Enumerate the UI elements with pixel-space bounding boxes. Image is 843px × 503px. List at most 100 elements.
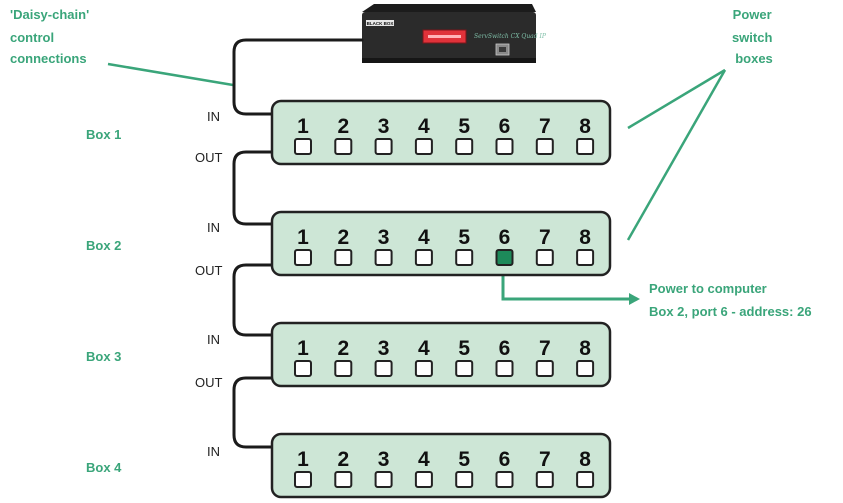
port-switch[interactable] [495, 360, 514, 377]
power-to-computer-label: Power to computer Box 2, port 6 - addres… [649, 281, 812, 319]
port-switch[interactable] [535, 138, 554, 155]
port-number: 4 [418, 337, 430, 360]
box4-in-label: IN [207, 444, 220, 459]
port-switch[interactable] [455, 138, 474, 155]
port-switch[interactable] [535, 360, 554, 377]
box-body [270, 321, 612, 388]
daisy-chain-pointer [107, 62, 234, 87]
port-switch[interactable] [374, 471, 393, 488]
port-switch[interactable] [374, 138, 393, 155]
box-label: Box 1 [86, 127, 121, 142]
power-switch-box-3: Box 3 1 2 3 4 5 6 7 8 [86, 321, 612, 388]
port-number: 7 [539, 337, 551, 360]
cable-box2-to-box3 [232, 263, 274, 337]
port-switch[interactable] [576, 249, 595, 266]
port-switch[interactable] [294, 249, 312, 266]
port-number: 2 [337, 337, 349, 360]
port-number: 7 [539, 448, 551, 471]
port-switch[interactable] [334, 360, 353, 377]
port-number: 6 [499, 337, 511, 360]
box1-out-label: OUT [195, 150, 223, 165]
port-number: 6 [499, 226, 511, 249]
port-switch[interactable] [414, 138, 433, 155]
port-switch[interactable] [495, 138, 514, 155]
port-number: 3 [378, 448, 390, 471]
power-switch-pointer-box1 [627, 68, 726, 130]
power-switch-box-2: Box 2 1 2 3 4 5 6 7 8 [86, 210, 612, 277]
box-body [270, 99, 612, 166]
cable-box3-to-box4 [232, 376, 274, 449]
port-number: 6 [499, 115, 511, 138]
daisy-chain-cables [232, 38, 364, 449]
port-number: 8 [579, 337, 591, 360]
port-number: 7 [539, 115, 551, 138]
port-switch[interactable] [535, 471, 554, 488]
power-switch-box-1: Box 1 1 2 3 4 5 6 7 8 [86, 99, 612, 166]
port-switch[interactable] [414, 249, 433, 266]
arrow-right-icon [629, 293, 640, 305]
port-number: 3 [378, 337, 390, 360]
port-number: 8 [579, 115, 591, 138]
power-switch-pointer-box2 [626, 69, 727, 241]
port-number: 8 [579, 226, 591, 249]
box-label: Box 4 [86, 460, 122, 475]
port-number: 1 [297, 448, 309, 471]
port-switch[interactable] [294, 360, 312, 377]
port-switch[interactable] [334, 138, 353, 155]
port-switch[interactable] [374, 249, 393, 266]
port-switch[interactable] [294, 138, 312, 155]
port-number: 7 [539, 226, 551, 249]
box-body [270, 432, 612, 499]
port-number: 5 [458, 226, 470, 249]
port-number: 4 [418, 115, 430, 138]
port-number: 2 [337, 226, 349, 249]
port-switch[interactable] [334, 471, 353, 488]
port-switch[interactable] [495, 471, 514, 488]
port-number: 8 [579, 448, 591, 471]
port-number: 6 [499, 448, 511, 471]
port-switch[interactable] [576, 360, 595, 377]
port-switch[interactable] [576, 471, 595, 488]
box2-in-label: IN [207, 220, 220, 235]
port-switch[interactable] [455, 249, 474, 266]
box3-in-label: IN [207, 332, 220, 347]
port-number: 2 [337, 115, 349, 138]
port-number: 4 [418, 448, 430, 471]
box-label: Box 3 [86, 349, 121, 364]
port-switch[interactable] [414, 360, 433, 377]
port-number: 1 [297, 115, 309, 138]
port-number: 1 [297, 226, 309, 249]
power-switch-box-4: Box 4 1 2 3 4 5 6 7 8 [86, 432, 612, 499]
port-number: 1 [297, 337, 309, 360]
box-body [270, 210, 612, 277]
port-number: 5 [458, 337, 470, 360]
port-number: 4 [418, 226, 430, 249]
daisy-chain-label: 'Daisy-chain' control connections [10, 7, 93, 66]
port-switch[interactable] [334, 249, 353, 266]
port-number: 5 [458, 115, 470, 138]
kvm-switch-device: BLACK BOX ServSwitch CX Quad IP [362, 4, 547, 63]
port-number: 2 [337, 448, 349, 471]
port-switch[interactable] [455, 471, 474, 488]
device-model: ServSwitch CX Quad IP [474, 33, 547, 40]
power-to-computer-connector [501, 265, 640, 305]
box1-in-label: IN [207, 109, 220, 124]
port-number: 3 [378, 115, 390, 138]
port-number: 3 [378, 226, 390, 249]
port-switch[interactable] [455, 360, 474, 377]
brand-logo-icon [366, 20, 394, 26]
port-switch[interactable] [576, 138, 595, 155]
box-label: Box 2 [86, 238, 121, 253]
port-switch[interactable] [294, 471, 312, 488]
port-switch[interactable] [374, 360, 393, 377]
port-switch-active[interactable] [495, 249, 514, 266]
device-brand: BLACK BOX [367, 21, 394, 26]
port-switch[interactable] [535, 249, 554, 266]
port-switch[interactable] [414, 471, 433, 488]
port-number: 5 [458, 448, 470, 471]
power-switch-label: Power switch boxes [732, 7, 776, 66]
box2-out-label: OUT [195, 263, 223, 278]
box3-out-label: OUT [195, 375, 223, 390]
